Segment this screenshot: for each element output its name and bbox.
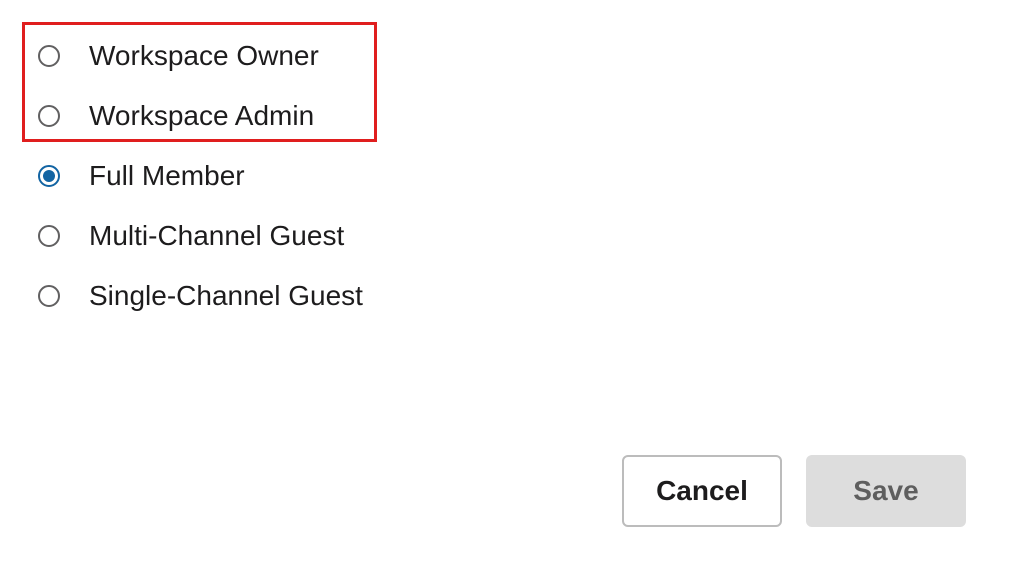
save-button[interactable]: Save xyxy=(806,455,966,527)
role-label-workspace-owner: Workspace Owner xyxy=(89,40,319,71)
role-label-workspace-admin: Workspace Admin xyxy=(89,100,315,131)
role-option-full-member[interactable]: Full Member xyxy=(0,146,600,206)
role-option-multi-channel-guest[interactable]: Multi-Channel Guest xyxy=(0,206,600,266)
radio-full-member[interactable] xyxy=(38,165,60,187)
role-label-single-channel-guest: Single-Channel Guest xyxy=(89,280,363,311)
cancel-button[interactable]: Cancel xyxy=(622,455,782,527)
role-label-full-member: Full Member xyxy=(89,160,245,191)
radio-multi-channel-guest[interactable] xyxy=(38,225,60,247)
role-radio-group: Workspace Owner Workspace Admin Full Mem… xyxy=(0,26,600,326)
radio-single-channel-guest[interactable] xyxy=(38,285,60,307)
role-option-workspace-admin[interactable]: Workspace Admin xyxy=(0,86,600,146)
role-option-workspace-owner[interactable]: Workspace Owner xyxy=(0,26,600,86)
role-label-multi-channel-guest: Multi-Channel Guest xyxy=(89,220,345,251)
role-option-single-channel-guest[interactable]: Single-Channel Guest xyxy=(0,266,600,326)
radio-workspace-owner[interactable] xyxy=(38,45,60,67)
radio-workspace-admin[interactable] xyxy=(38,105,60,127)
